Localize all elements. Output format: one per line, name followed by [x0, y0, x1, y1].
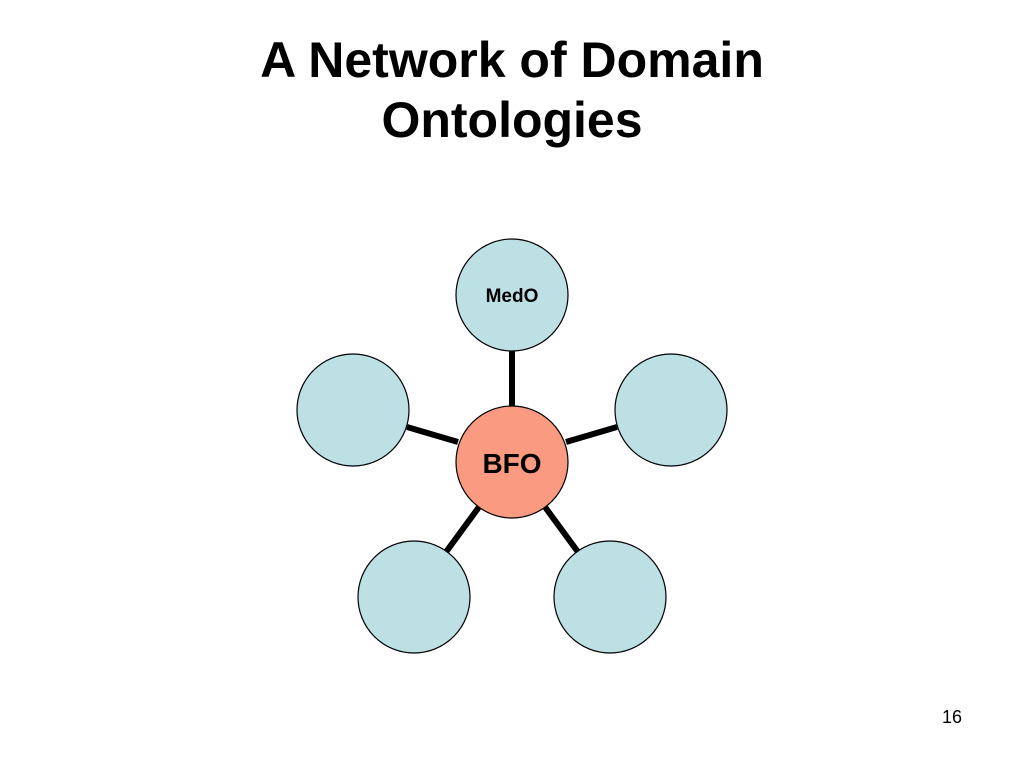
slide-title-line-2: Ontologies	[381, 92, 643, 148]
slide-title-line-1: A Network of Domain	[260, 32, 764, 88]
node-medo-label: MedO	[486, 286, 539, 307]
node-right-lower-circle	[553, 540, 667, 654]
connector-right-lower	[542, 505, 581, 554]
slide-title: A Network of Domain Ontologies	[0, 30, 1024, 150]
node-left-lower	[357, 540, 471, 654]
node-right-upper	[614, 353, 728, 467]
node-right-upper-circle	[614, 353, 728, 467]
node-left-lower-circle	[357, 540, 471, 654]
connector-left-lower	[443, 505, 482, 554]
node-medo: MedO	[455, 238, 569, 352]
node-right-lower	[553, 540, 667, 654]
connector-right-upper	[565, 424, 618, 445]
node-bfo-label: BFO	[482, 448, 541, 479]
connector-left-upper	[406, 424, 459, 445]
node-left-upper	[296, 353, 410, 467]
node-bfo-circle	[455, 405, 569, 519]
node-left-upper-circle	[296, 353, 410, 467]
page-number: 16	[941, 707, 962, 727]
node-bfo: BFO	[455, 405, 569, 519]
node-medo-circle	[455, 238, 569, 352]
